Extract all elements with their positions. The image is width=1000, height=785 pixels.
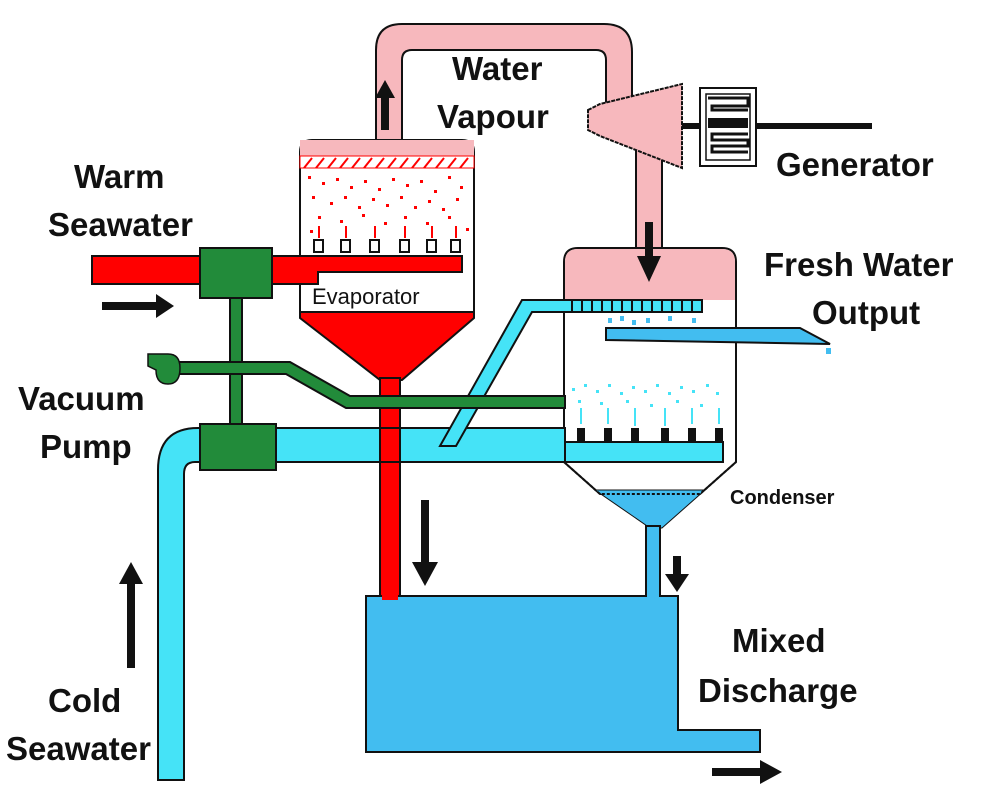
- cold-seawater-pipe: [157, 427, 566, 781]
- arrow-up-icon: [375, 80, 395, 130]
- label-mixed-discharge-1: Mixed: [732, 622, 826, 659]
- warm-seawater-pipe: [91, 255, 463, 285]
- condensate-drop-pipe: [645, 525, 661, 599]
- arrow-up-icon: [119, 562, 143, 668]
- vacuum-pump-icon: [147, 353, 181, 385]
- arrow-right-icon: [102, 294, 174, 318]
- vacuum-lines: [175, 247, 566, 471]
- label-mixed-discharge-2: Discharge: [698, 672, 858, 709]
- evaporator-spray: [308, 176, 469, 233]
- label-water-vapour-2: Vapour: [437, 98, 549, 135]
- condenser: [563, 247, 737, 529]
- fresh-water-drop: [826, 348, 831, 354]
- label-evaporator: Evaporator: [312, 284, 420, 309]
- label-warm-seawater-1: Warm: [74, 158, 164, 195]
- arrow-right-icon: [712, 760, 782, 784]
- label-cold-seawater-1: Cold: [48, 682, 121, 719]
- flow-arrows: [102, 80, 782, 784]
- fresh-water-pipe: [605, 327, 831, 345]
- arrow-down-icon: [665, 556, 689, 592]
- label-condenser: Condenser: [730, 487, 835, 509]
- arrow-down-icon: [412, 500, 438, 586]
- label-generator: Generator: [776, 146, 934, 183]
- turbine: [587, 82, 683, 170]
- generator-icon: [699, 87, 757, 167]
- label-vacuum-pump-2: Pump: [40, 428, 132, 465]
- warm-drain-pipe: [379, 377, 401, 599]
- label-fresh-water-output-1: Fresh Water: [764, 246, 954, 283]
- label-vacuum-pump-1: Vacuum: [18, 380, 145, 417]
- arrow-down-icon: [637, 222, 661, 282]
- label-water-vapour-1: Water: [452, 50, 543, 87]
- label-cold-seawater-2: Seawater: [6, 730, 151, 767]
- label-fresh-water-output-2: Output: [812, 294, 920, 331]
- label-warm-seawater-2: Seawater: [48, 206, 193, 243]
- evaporator-cone: [299, 311, 475, 381]
- cold-branch-pipe: [438, 299, 573, 447]
